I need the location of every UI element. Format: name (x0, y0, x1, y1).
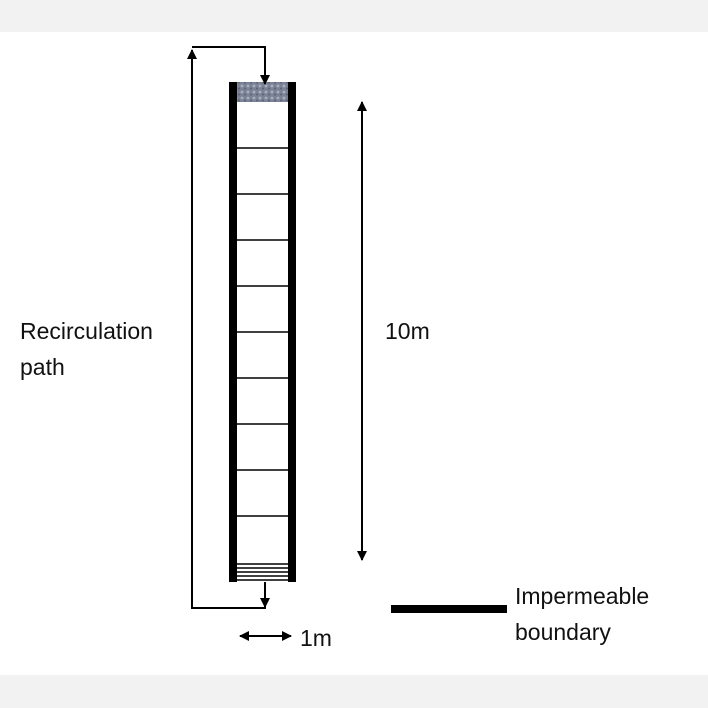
impermeable-boundary-legend-swatch (391, 605, 507, 613)
diagram-canvas (0, 32, 708, 675)
height-label: 10m (385, 318, 430, 344)
column-cells (237, 147, 288, 517)
recirculation-label-line1: Recirculation (20, 318, 153, 344)
legend-label: Impermeable boundary (515, 578, 649, 650)
left-wall (229, 82, 237, 582)
legend-label-line2: boundary (515, 619, 611, 645)
recirculation-label: Recirculation path (20, 313, 153, 385)
legend-label-line1: Impermeable (515, 583, 650, 609)
right-wall (288, 82, 296, 582)
recirculation-arrow (187, 49, 266, 609)
top-layer (237, 82, 288, 102)
recirculation-label-line2: path (20, 354, 65, 380)
width-label: 1m (300, 625, 332, 651)
inflow-arrow (192, 46, 270, 85)
bottom-layer (237, 563, 288, 581)
